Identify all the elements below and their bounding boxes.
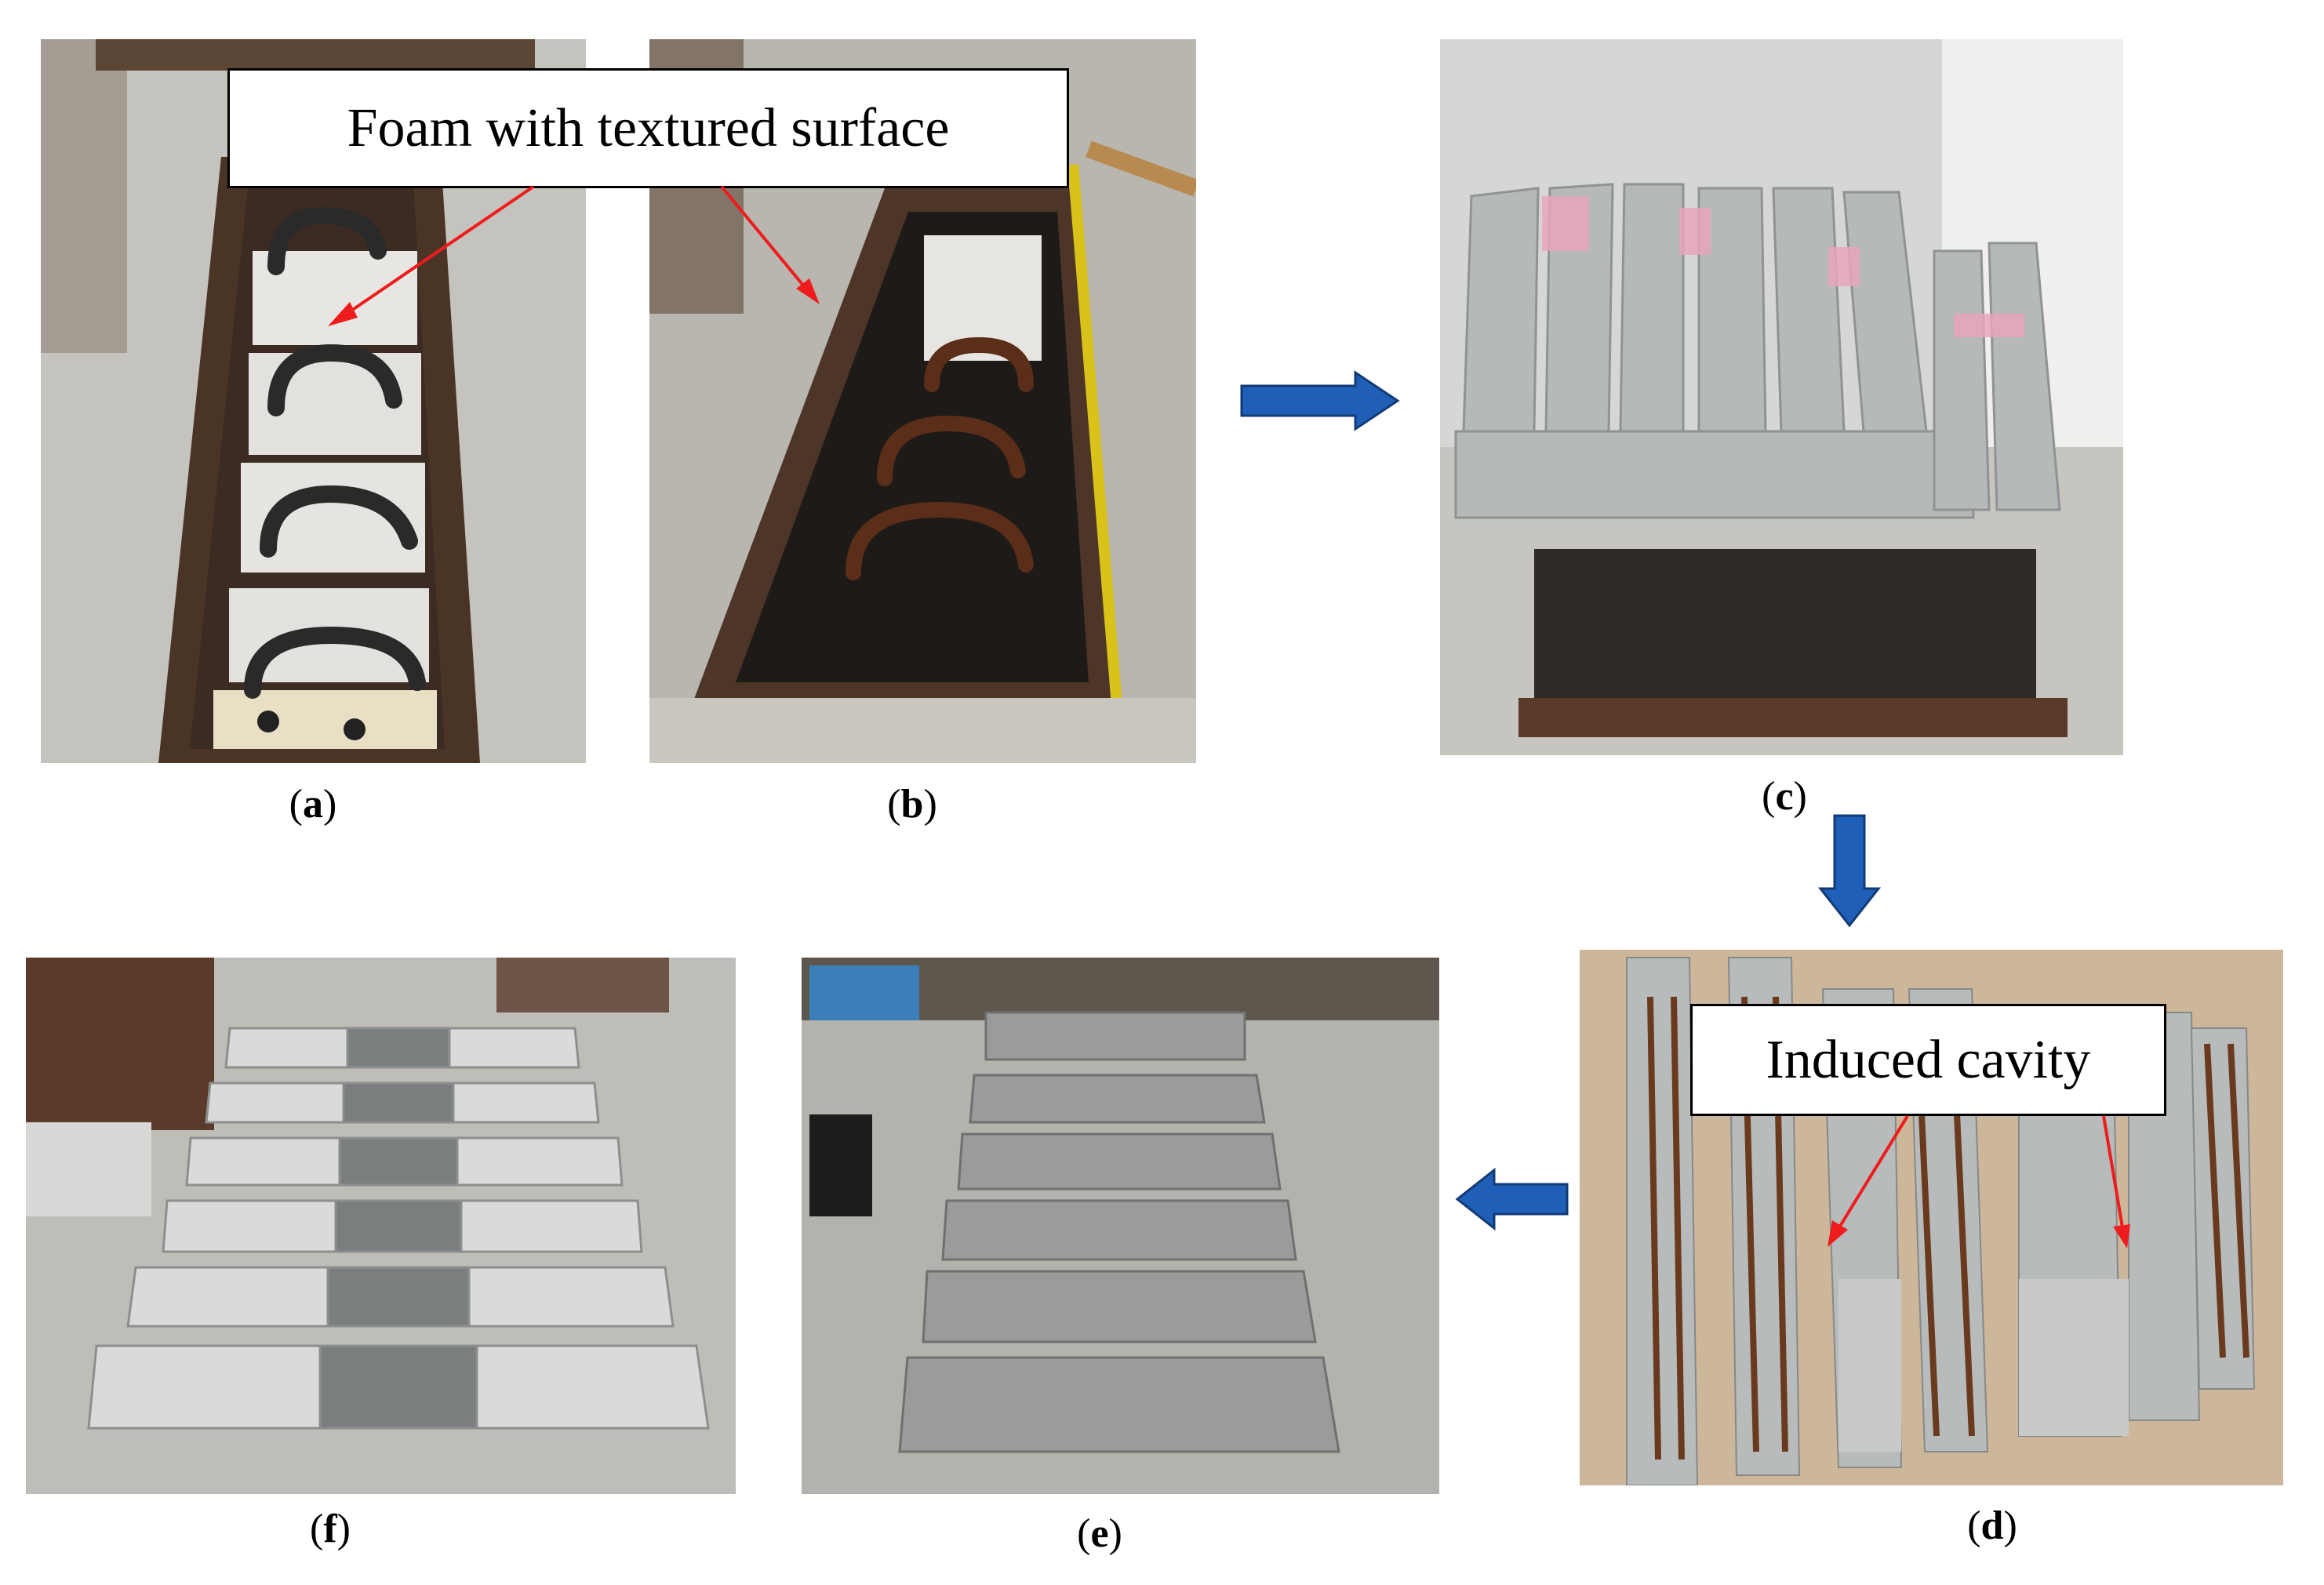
flow-arrow-down-icon: [1817, 814, 1882, 928]
flow-arrow-right-icon: [1240, 370, 1400, 431]
caption-e: (e): [1077, 1511, 1122, 1556]
photo-panel-f: [26, 958, 736, 1494]
caption-f: (f): [310, 1507, 351, 1551]
hybrid-beams-photo-f: [26, 958, 736, 1494]
cast-beams-photo-c: [1440, 39, 2123, 755]
photo-panel-d: [1580, 950, 2283, 1485]
caption-a: (a): [289, 782, 337, 827]
caption-c: (c): [1762, 774, 1807, 819]
foam-callout: Foam with textured surface: [227, 68, 1069, 188]
flow-arrow-left-icon: [1455, 1167, 1569, 1231]
caption-d: (d): [1967, 1503, 2017, 1548]
cavity-callout: Induced cavity: [1690, 1004, 2166, 1116]
repaired-beams-photo-e: [802, 958, 1439, 1494]
demolded-specimens-photo-d: [1580, 950, 2283, 1485]
caption-b: (b): [887, 782, 937, 827]
photo-panel-c: [1440, 39, 2123, 755]
photo-panel-e: [802, 958, 1439, 1494]
